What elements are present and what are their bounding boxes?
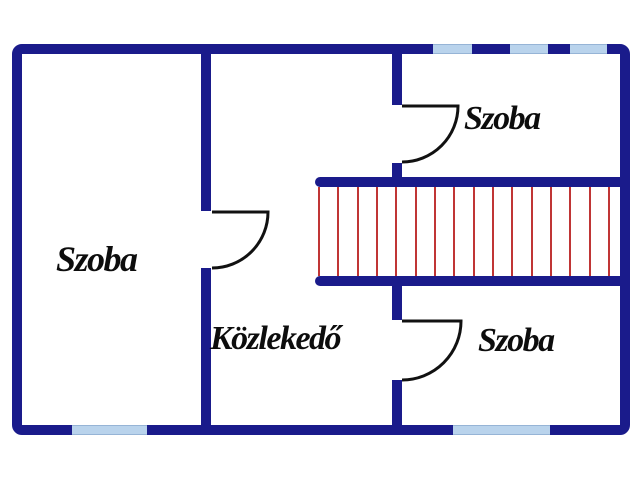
room-label-left: Szoba: [56, 239, 138, 279]
room-label-bottom-right: Szoba: [478, 322, 555, 359]
stair-tread: [453, 187, 456, 276]
door-swing-top-right-room: [401, 104, 460, 164]
stair-tread: [549, 187, 552, 276]
stair-tread: [356, 187, 359, 276]
staircase-treads: [318, 187, 610, 276]
stair-tread: [318, 187, 320, 276]
stair-tread: [375, 187, 378, 276]
staircase-top-rail: [315, 177, 620, 187]
window: [510, 44, 548, 54]
stair-tread: [433, 187, 436, 276]
stair-tread: [395, 187, 398, 276]
stair-tread: [530, 187, 533, 276]
stair-tread: [491, 187, 494, 276]
room-label-top-right: Szoba: [464, 100, 541, 137]
interior-wall-right-top: [392, 54, 402, 105]
interior-wall-right-stub-upper: [392, 163, 402, 177]
window: [72, 425, 147, 435]
interior-wall-right-bottom: [392, 380, 402, 425]
interior-wall-right-middle: [392, 286, 402, 320]
window: [453, 425, 550, 435]
stair-tread: [607, 187, 610, 276]
door-swing-left-room: [211, 210, 270, 270]
stair-tread: [511, 187, 514, 276]
stair-tread: [588, 187, 591, 276]
room-label-hallway: Közlekedő: [210, 320, 342, 357]
stair-tread: [414, 187, 417, 276]
stair-tread: [569, 187, 572, 276]
exterior-wall: [12, 44, 630, 435]
window: [570, 44, 607, 54]
window: [433, 44, 472, 54]
stair-tread: [472, 187, 475, 276]
interior-wall-left-upper: [201, 54, 211, 211]
interior-wall-left-lower: [201, 268, 211, 425]
door-swing-bottom-right-room: [401, 319, 463, 382]
stair-tread: [337, 187, 340, 276]
staircase-bottom-rail: [315, 276, 620, 286]
